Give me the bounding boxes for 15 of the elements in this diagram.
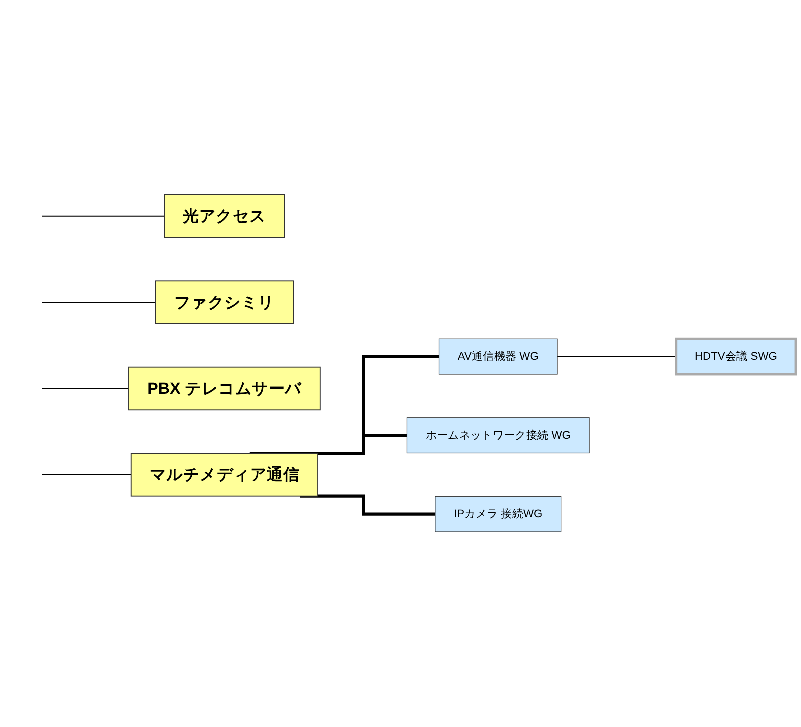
connector	[42, 302, 156, 304]
node-box: HDTV会議 SWG	[675, 338, 798, 376]
node-box: ファクシミリ	[155, 280, 294, 324]
connector	[557, 356, 677, 358]
node-box: PBX テレコムサーバ	[128, 366, 321, 411]
connector	[300, 494, 437, 516]
connector	[250, 355, 441, 456]
node-box: AV通信機器 WG	[438, 338, 558, 375]
node-box: ホームネットワーク接続 WG	[406, 418, 590, 454]
node-box: マルチメディア通信	[130, 453, 318, 497]
node-box: IPカメラ 接続WG	[435, 496, 562, 532]
connector	[42, 388, 130, 390]
connector	[42, 216, 165, 217]
node-box: 光アクセス	[164, 194, 286, 238]
connector	[42, 474, 132, 476]
